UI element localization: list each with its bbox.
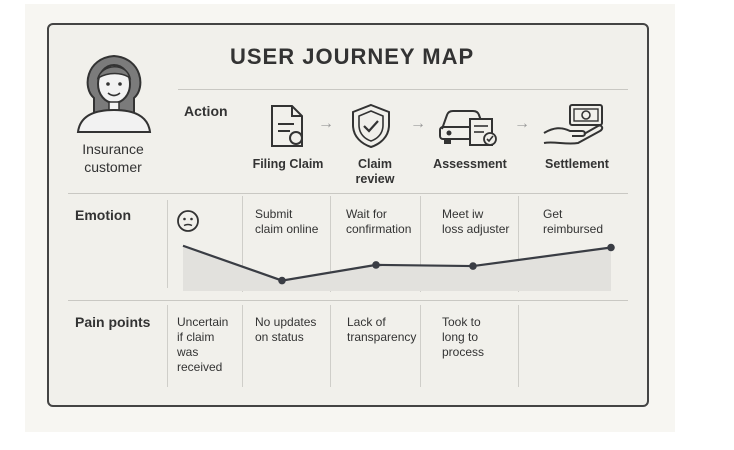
pain-point-line: Lack of — [347, 315, 386, 329]
document-icon — [268, 104, 308, 153]
emotion-step-line: Submit — [255, 207, 293, 221]
action-row-label: Action — [184, 103, 228, 119]
pain-point-line: transparency — [347, 330, 417, 344]
shield-check-icon — [350, 103, 392, 154]
column-divider — [420, 305, 421, 387]
pain-point-no-updates: No updates on status — [255, 315, 316, 345]
pain-point-line: long to — [442, 330, 479, 344]
stage-label-line: Claim — [357, 157, 393, 171]
emotion-step-submit: Submit claim online — [255, 207, 318, 237]
action-top-divider — [178, 89, 628, 90]
emotion-point — [607, 243, 615, 252]
arrow-icon: → — [318, 115, 334, 132]
emotion-point — [372, 261, 380, 269]
car-document-icon — [438, 103, 502, 152]
woman-avatar-icon — [74, 48, 154, 134]
pain-point-line: on status — [255, 330, 304, 344]
page-title: USER JOURNEY MAP — [230, 44, 475, 69]
persona-line1: Insurance — [82, 141, 144, 157]
emotion-step-line: Meet iw — [442, 207, 484, 221]
emotion-step-line: claim online — [255, 222, 319, 236]
column-divider — [167, 200, 168, 288]
emotion-row-label: Emotion — [75, 207, 131, 223]
arrow-icon: → — [514, 115, 530, 132]
pain-point-line: No updates — [255, 315, 317, 329]
emotion-step-meet: Meet iw loss adjuster — [442, 207, 509, 237]
column-divider — [420, 196, 421, 292]
emotion-point — [278, 276, 286, 285]
column-divider — [242, 196, 243, 292]
journey-map-card — [47, 23, 649, 407]
emotion-step-line: Get — [543, 207, 563, 221]
pain-point-line: Uncertain — [177, 315, 229, 329]
arrow-icon: → — [410, 115, 426, 132]
stage-label-settlement: Settlement — [536, 157, 618, 172]
pain-point-uncertain: Uncertain if claim was received — [177, 315, 228, 375]
emotion-step-line: loss adjuster — [442, 222, 510, 236]
pain-point-transparency: Lack of transparency — [347, 315, 416, 345]
pain-point-line: Took to — [442, 315, 481, 329]
pain-point-line: received — [177, 360, 223, 374]
column-divider — [518, 196, 519, 292]
pain-points-row-label: Pain points — [75, 314, 151, 330]
stage-label-filing-claim: Filing Claim — [248, 157, 328, 172]
pain-point-line: was — [177, 345, 199, 359]
persona-name: Insurance customer — [70, 140, 156, 176]
hand-money-icon — [542, 103, 606, 152]
pain-points-top-divider — [68, 300, 628, 301]
pain-point-line: if claim — [177, 330, 215, 344]
stage-label-assessment: Assessment — [428, 157, 512, 172]
emotion-step-get: Get reimbursed — [543, 207, 603, 237]
stage-label-line: Assessment — [433, 157, 507, 171]
emotion-step-line: reimbursed — [543, 222, 604, 236]
column-divider — [330, 305, 331, 387]
column-divider — [242, 305, 243, 387]
pain-point-line: process — [442, 345, 485, 359]
stage-label-line: review — [355, 172, 395, 186]
persona-line2: customer — [84, 159, 142, 175]
stage-label-claim-review: Claim review — [337, 157, 413, 187]
stage-label-line: Filing Claim — [252, 157, 324, 171]
emotion-step-line: Wait for — [346, 207, 387, 221]
emotion-step-line: confirmation — [346, 222, 412, 236]
neutral-face-icon — [176, 209, 200, 238]
emotion-step-wait: Wait for confirmation — [346, 207, 411, 237]
column-divider — [167, 305, 168, 387]
column-divider — [518, 305, 519, 387]
emotion-top-divider — [68, 193, 628, 194]
emotion-point — [469, 262, 477, 270]
stage-label-line: Settlement — [545, 157, 609, 171]
pain-point-slow-process: Took to long to process — [442, 315, 484, 360]
column-divider — [330, 196, 331, 292]
